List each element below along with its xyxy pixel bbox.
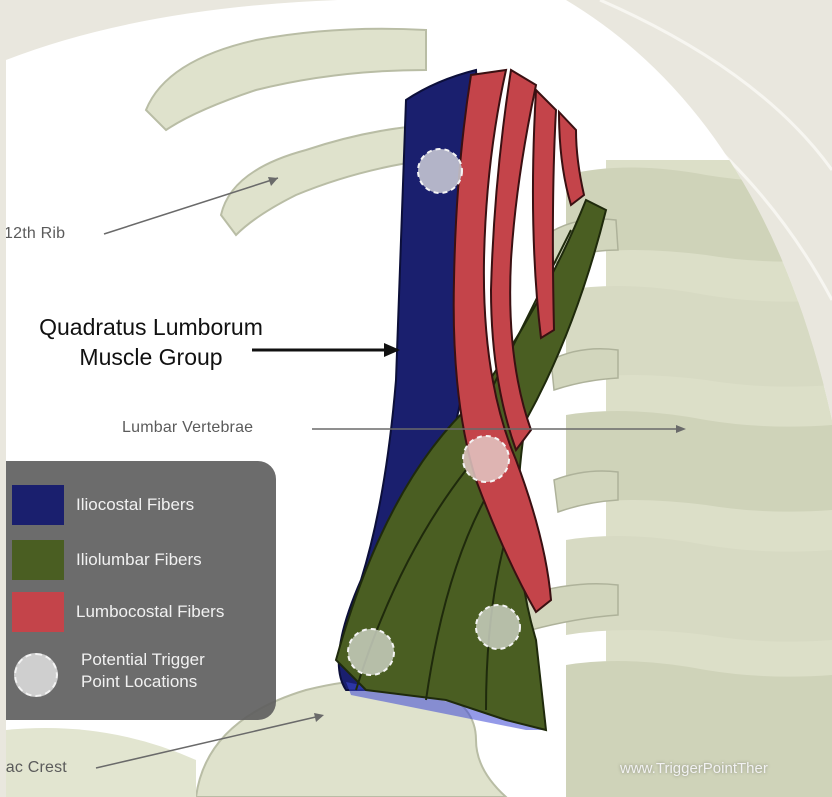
legend-label-lumbocostal: Lumbocostal Fibers [76,601,224,623]
iliocostal-swatch [12,485,64,525]
trigger-point-upper [418,149,462,193]
trigger-point-lower-left [348,629,394,675]
legend-item-iliolumbar: Iliolumbar Fibers [6,540,276,582]
lumbocostal-swatch [12,592,64,632]
legend-label-trigger-point: Potential Trigger Point Locations [81,649,205,693]
trigger-point-lower-right [476,605,520,649]
watermark: www.TriggerPointTher [620,760,768,777]
legend-item-lumbocostal: Lumbocostal Fibers [6,592,276,634]
muscle-group-title-line1: Quadratus Lumborum [6,312,296,342]
legend-label-trigger-point-line1: Potential Trigger [81,649,205,671]
muscle-group-title: Quadratus Lumborum Muscle Group [6,312,296,372]
legend-item-trigger-point: Potential Trigger Point Locations [6,649,276,699]
legend-label-iliolumbar: Iliolumbar Fibers [76,549,202,571]
trigger-point-swatch [14,653,58,697]
legend-label-iliocostal: Iliocostal Fibers [76,494,194,516]
vertebrae-label: Lumbar Vertebrae [122,419,253,437]
iliac-crest-label: iac Crest [6,759,67,777]
trigger-point-middle [463,436,509,482]
anatomy-slide: 12th Rib Quadratus Lumborum Muscle Group… [6,0,832,797]
legend-label-trigger-point-line2: Point Locations [81,671,205,693]
iliolumbar-swatch [12,540,64,580]
lumbocostal-fiber-3 [533,90,556,338]
rib-label: 12th Rib [6,225,65,243]
legend-item-iliocostal: Iliocostal Fibers [6,485,276,527]
muscle-group-title-line2: Muscle Group [6,342,296,372]
legend: Iliocostal Fibers Iliolumbar Fibers Lumb… [6,461,276,720]
